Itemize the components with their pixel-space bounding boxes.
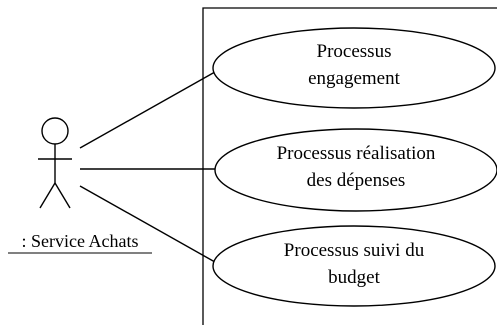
system-boundary [202,7,497,325]
association-lines [79,67,223,267]
association-engagement [79,67,223,149]
association-suivi [79,185,223,267]
use-case-suivi-budget[interactable]: Processus suivi du budget [212,225,496,307]
actor-right-leg [54,182,71,209]
use-case-label-line2: engagement [308,68,401,89]
use-case-realisation-depenses[interactable]: Processus réalisation des dépenses [214,128,497,212]
use-case-engagement[interactable]: Processus engagement [212,27,496,109]
use-case-ellipse [212,225,496,307]
use-case-label-line1: Processus [317,41,392,62]
actor-head [41,117,69,145]
actor-left-leg [39,182,56,209]
use-case-ellipse [214,128,497,212]
use-case-label-line1: Processus réalisation [277,143,436,164]
actor-label: : Service Achats [22,231,139,251]
use-case-ellipse [212,27,496,109]
use-case-label-line1: Processus suivi du [284,240,425,261]
use-case-label-line2: budget [328,267,380,288]
actor-stick-figure [38,117,72,209]
use-case-label-line2: des dépenses [307,170,406,191]
